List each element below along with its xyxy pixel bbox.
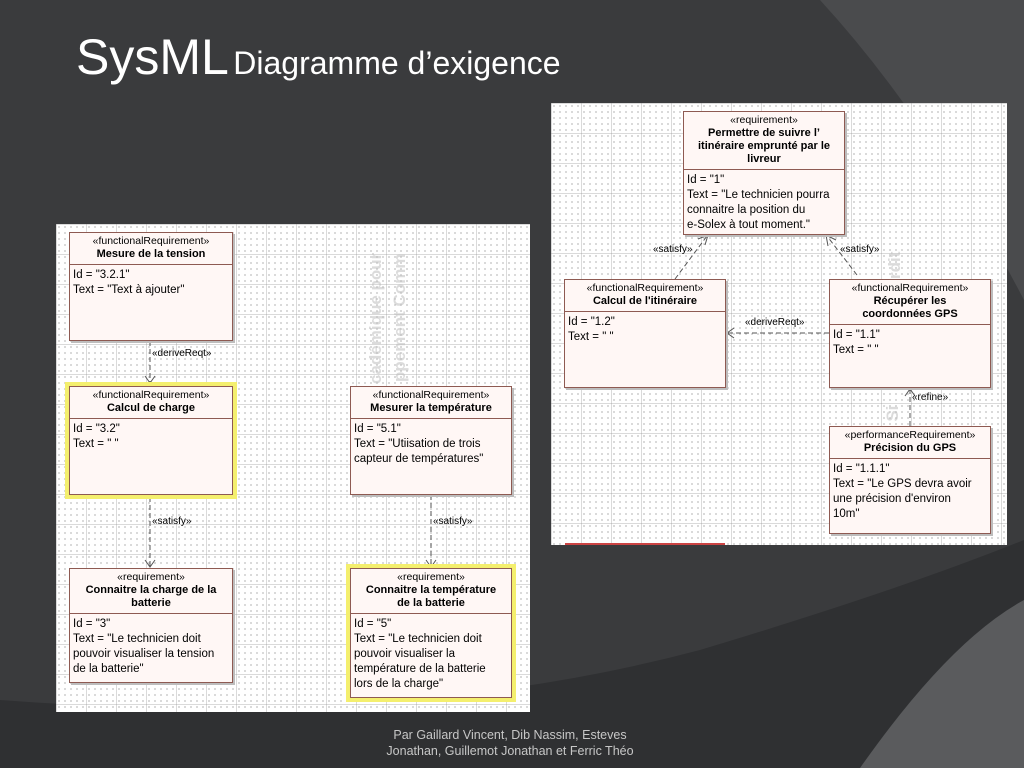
requirement-text: Text = "Le GPS devra avoir (833, 478, 972, 490)
requirement-body: Id = "1.1" Text = " " (830, 325, 990, 361)
satisfy-relation-label: «satisfy» (840, 244, 880, 255)
requirement-text: Text = "Le technicien pourra (687, 189, 830, 201)
stereotype-label: «functionalRequirement» (372, 389, 490, 401)
requirement-text: Text = "Le technicien doit (73, 633, 201, 645)
requirement-box-5-1[interactable]: «functionalRequirement» Mesurer la tempé… (350, 386, 512, 495)
requirement-header: «performanceRequirement» Précision du GP… (830, 427, 990, 459)
left-requirement-diagram: cadémique pour ppement Comm «deriveReqt»… (56, 224, 530, 712)
requirement-body: Id = "3" Text = "Le technicien doit pouv… (70, 614, 232, 680)
requirement-header: «functionalRequirement» Calcul de charge (70, 387, 232, 419)
slide-footer: Par Gaillard Vincent, Dib Nassim, Esteve… (350, 727, 670, 759)
requirement-name: batterie (131, 597, 171, 609)
requirement-text: pouvoir visualiser la (354, 648, 455, 660)
requirement-text: de la batterie" (73, 663, 144, 675)
requirement-name: Connaitre la température (365, 584, 497, 596)
stereotype-label: «functionalRequirement» (92, 389, 210, 401)
requirement-text: Text = "Le technicien doit (354, 633, 482, 645)
requirement-id: Id = "1.1" (833, 329, 880, 341)
requirement-header: «functionalRequirement» Calcul de l'itin… (565, 280, 725, 312)
requirement-name: coordonnées GPS (862, 308, 958, 320)
stereotype-label: «requirement» (117, 571, 185, 583)
requirement-name: Mesure de la tension (96, 248, 206, 260)
requirement-name: itinéraire emprunté par le (697, 140, 831, 152)
satisfy-relation-label: «satisfy» (433, 516, 473, 527)
requirement-name: Précision du GPS (863, 442, 957, 454)
derive-relation-label: «deriveReqt» (152, 348, 212, 359)
stereotype-label: «functionalRequirement» (586, 282, 704, 294)
requirement-text: lors de la charge" (354, 678, 444, 690)
left-relations (144, 341, 437, 568)
requirement-body: Id = "1.1.1" Text = "Le GPS devra avoir … (830, 459, 990, 525)
requirement-text: e-Solex à tout moment." (687, 219, 810, 231)
footer-line: Par Gaillard Vincent, Dib Nassim, Esteve… (393, 728, 627, 742)
requirement-header: «requirement» Permettre de suivre l’ iti… (684, 112, 844, 170)
stereotype-label: «performanceRequirement» (844, 429, 976, 441)
requirement-id: Id = "5.1" (354, 423, 401, 435)
requirement-id: Id = "3.2.1" (73, 269, 130, 281)
footer-line: Jonathan, Guillemot Jonathan et Ferric T… (386, 744, 634, 758)
requirement-box-3[interactable]: «requirement» Connaitre la charge de la … (69, 568, 233, 683)
requirement-body: Id = "3.2" Text = " " (70, 419, 232, 455)
requirement-id: Id = "1" (687, 174, 725, 186)
requirement-text: Text = " " (73, 438, 119, 450)
requirement-text: pouvoir visualiser la tension (73, 648, 215, 660)
requirement-name: Calcul de charge (106, 402, 196, 414)
requirement-body: Id = "3.2.1" Text = "Text à ajouter" (70, 265, 232, 301)
requirement-name: Permettre de suivre l’ (708, 127, 820, 139)
stereotype-label: «requirement» (730, 114, 798, 126)
title-main: SysML (76, 29, 229, 85)
derive-relation-label: «deriveReqt» (745, 317, 805, 328)
requirement-name: Récupérer les (873, 295, 947, 307)
requirement-text: Text = " " (833, 344, 879, 356)
requirement-id: Id = "1.1.1" (833, 463, 890, 475)
requirement-name: de la batterie (397, 597, 465, 609)
satisfy-relation-label: «satisfy» (653, 244, 693, 255)
right-requirement-diagram: r Si rdit «satisfy» «satisfy» «deriveReq… (551, 103, 1007, 545)
requirement-name: Mesurer la température (370, 402, 492, 414)
right-relations (565, 234, 916, 545)
requirement-id: Id = "1.2" (568, 316, 615, 328)
requirement-box-1-1-1[interactable]: «performanceRequirement» Précision du GP… (829, 426, 991, 534)
requirement-body: Id = "1" Text = "Le technicien pourra co… (684, 170, 844, 236)
stereotype-label: «functionalRequirement» (851, 282, 969, 294)
title-sub: Diagramme d’exigence (233, 45, 561, 81)
requirement-header: «requirement» Connaitre la charge de la … (70, 569, 232, 614)
requirement-id: Id = "3" (73, 618, 111, 630)
refine-relation-label: «refine» (912, 392, 949, 403)
requirement-body: Id = "5.1" Text = "Utiisation de trois c… (351, 419, 511, 470)
requirement-header: «functionalRequirement» Mesure de la ten… (70, 233, 232, 265)
requirement-text: Text = " " (568, 331, 614, 343)
satisfy-relation-label: «satisfy» (152, 516, 192, 527)
requirement-name: Calcul de l'itinéraire (592, 295, 698, 307)
requirement-text: connaitre la position du (687, 204, 806, 216)
requirement-name: Connaitre la charge de la (85, 584, 217, 596)
requirement-text: température de la batterie (354, 663, 486, 675)
requirement-id: Id = "3.2" (73, 423, 120, 435)
requirement-text: capteur de températures" (354, 453, 484, 465)
requirement-box-1-2[interactable]: «functionalRequirement» Calcul de l'itin… (564, 279, 726, 388)
requirement-header: «functionalRequirement» Récupérer les co… (830, 280, 990, 325)
requirement-box-1-1[interactable]: «functionalRequirement» Récupérer les co… (829, 279, 991, 388)
requirement-text: Text = "Text à ajouter" (73, 284, 185, 296)
requirement-header: «requirement» Connaitre la température d… (351, 569, 511, 614)
requirement-text: Text = "Utiisation de trois (354, 438, 481, 450)
requirement-text: une précision d'environ (833, 493, 951, 505)
requirement-box-5[interactable]: «requirement» Connaitre la température d… (346, 564, 516, 702)
requirement-body: Id = "1.2" Text = " " (565, 312, 725, 348)
requirement-body: Id = "5" Text = "Le technicien doit pouv… (351, 614, 511, 695)
slide-title: SysML Diagramme d’exigence (76, 28, 561, 86)
requirement-box-1[interactable]: «requirement» Permettre de suivre l’ iti… (683, 111, 845, 235)
stereotype-label: «functionalRequirement» (92, 235, 210, 247)
requirement-header: «functionalRequirement» Mesurer la tempé… (351, 387, 511, 419)
requirement-box-3-2[interactable]: «functionalRequirement» Calcul de charge… (65, 382, 237, 499)
requirement-box-3-2-1[interactable]: «functionalRequirement» Mesure de la ten… (69, 232, 233, 341)
requirement-id: Id = "5" (354, 618, 392, 630)
requirement-text: 10m" (833, 508, 860, 520)
stereotype-label: «requirement» (397, 571, 465, 583)
requirement-name: livreur (747, 153, 781, 165)
